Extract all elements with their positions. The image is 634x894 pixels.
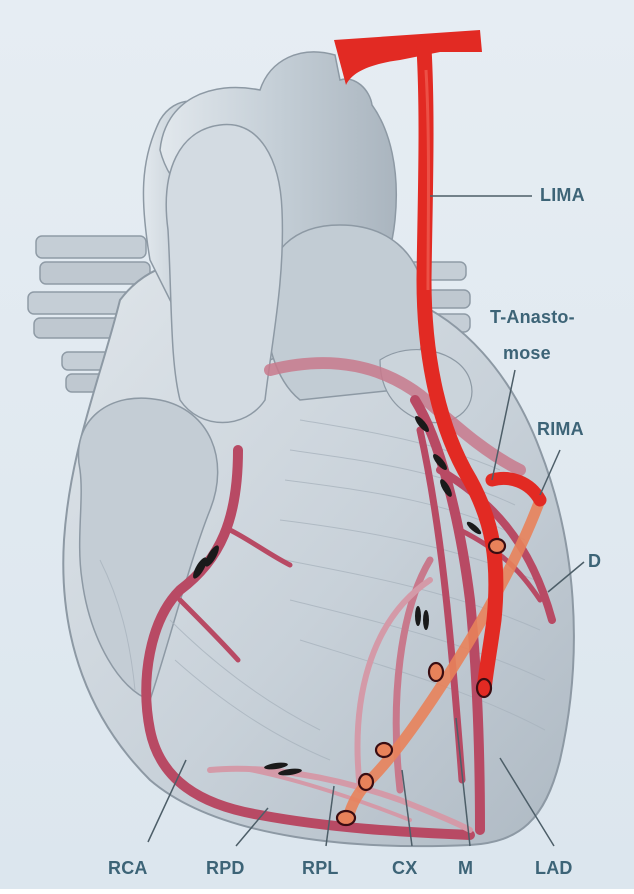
lima-graft-top [334, 30, 482, 85]
anastomosis-ring [477, 679, 491, 697]
label-d: D [588, 551, 601, 572]
vessel-stub [36, 236, 146, 258]
label-rca: RCA [108, 858, 148, 879]
label-lima: LIMA [540, 185, 585, 206]
anastomosis-ring [359, 774, 373, 790]
label-m: M [458, 858, 473, 879]
vessel-stub [40, 262, 150, 284]
stenosis-mark [415, 606, 421, 626]
ascending-aorta [166, 125, 282, 423]
label-rpd: RPD [206, 858, 245, 879]
label-cx: CX [392, 858, 417, 879]
label-t-anastomose-line2: mose [503, 343, 551, 364]
label-rpl: RPL [302, 858, 339, 879]
anastomosis-ring [429, 663, 443, 681]
stenosis-mark [423, 610, 429, 630]
anastomosis-ring [376, 743, 392, 757]
anastomosis-ring [337, 811, 355, 825]
label-rima: RIMA [537, 419, 584, 440]
anastomosis-ring [489, 539, 505, 553]
label-t-anastomose-line1: T-Anasto- [490, 307, 575, 328]
label-lad: LAD [535, 858, 573, 879]
